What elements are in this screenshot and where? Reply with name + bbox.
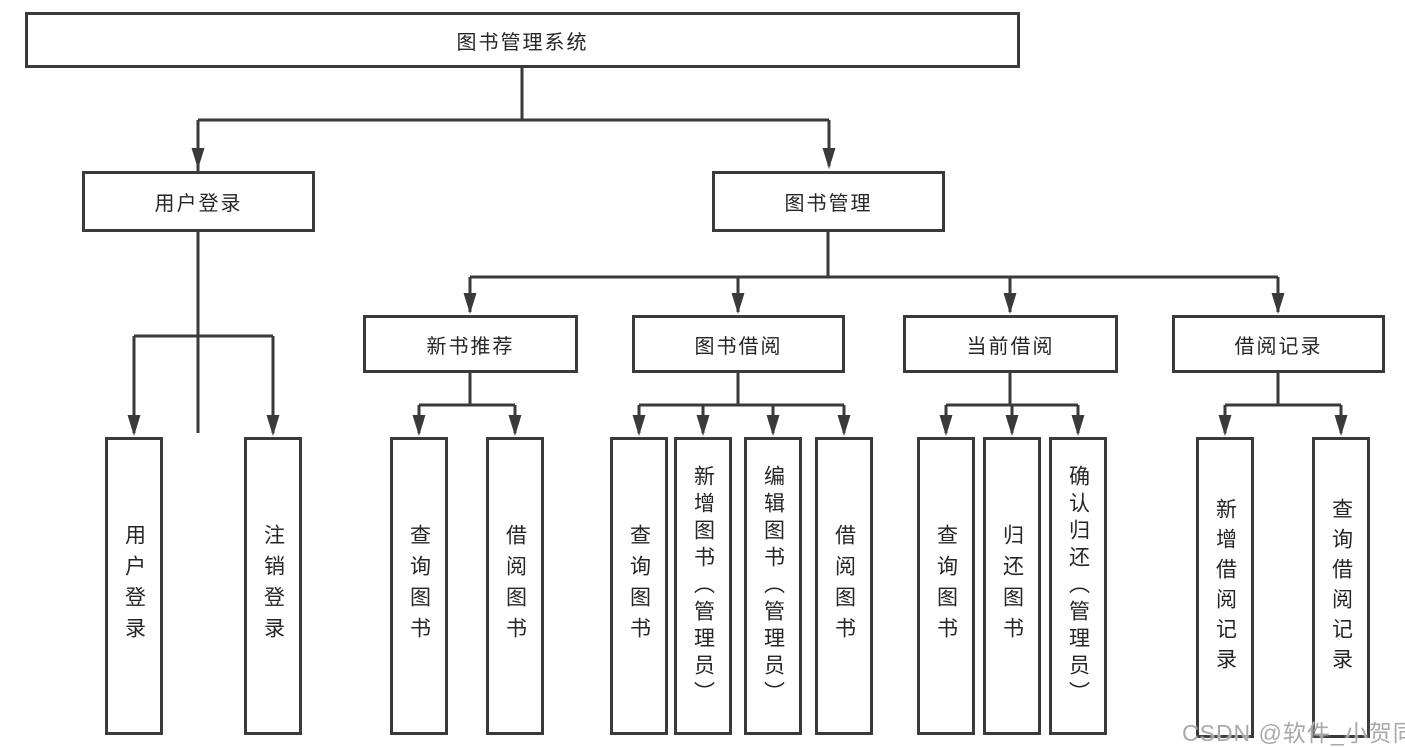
arrow-book-borrow (731, 293, 745, 314)
leaf-br-query-record-label: 查询借阅记录 (1329, 497, 1353, 678)
leaf-cb-return-books: 归还图书 (983, 437, 1041, 735)
arrow-leaf-user-login (127, 415, 141, 436)
leaf-cb-query-books-label: 查询图书 (934, 524, 958, 648)
arrow-borrow-records (1271, 293, 1285, 314)
node-new-book-recommend: 新书推荐 (363, 315, 578, 373)
leaf-nbr-query-books-label: 查询图书 (407, 524, 431, 648)
leaf-cb-confirm-return-admin-label: 确认归还（管理员） (1066, 464, 1090, 708)
arrow-leaf-cb-query (939, 415, 953, 436)
leaf-bb-query-books: 查询图书 (610, 437, 668, 735)
arrow-leaf-cb-confirm (1071, 415, 1085, 436)
arrow-leaf-logout (266, 415, 280, 436)
arrow-book-management (822, 148, 836, 169)
arrow-leaf-br-add (1218, 415, 1232, 436)
arrow-leaf-bb-borrow (837, 415, 851, 436)
node-borrow-records: 借阅记录 (1172, 315, 1385, 373)
arrow-leaf-nbr-query (412, 415, 426, 436)
leaf-bb-edit-book-admin-label: 编辑图书（管理员） (761, 464, 785, 708)
arrow-leaf-nbr-borrow (508, 415, 522, 436)
leaf-bb-borrow-books-label: 借阅图书 (832, 524, 856, 648)
arrow-leaf-bb-add (696, 415, 710, 436)
arrow-leaf-bb-edit (766, 415, 780, 436)
watermark: CSDN @软件_小贺同学 (1182, 720, 1405, 746)
edge-user-login-children (132, 232, 275, 433)
leaf-logout-label: 注销登录 (261, 524, 285, 648)
leaf-bb-borrow-books: 借阅图书 (815, 437, 873, 735)
edge-new-book-children (417, 373, 517, 433)
arrow-current-borrow (1003, 293, 1017, 314)
leaf-nbr-query-books: 查询图书 (390, 437, 448, 735)
edge-root-to-level2 (196, 68, 831, 433)
edge-book-borrow-children (637, 373, 846, 433)
edge-borrow-records-children (1223, 373, 1343, 433)
arrow-new-book-recommend (463, 293, 477, 314)
leaf-cb-confirm-return-admin: 确认归还（管理员） (1049, 437, 1107, 735)
leaf-user-login-label: 用户登录 (122, 524, 146, 648)
leaf-user-login: 用户登录 (105, 437, 163, 735)
node-book-borrow: 图书借阅 (632, 315, 845, 373)
leaf-nbr-borrow-books-label: 借阅图书 (503, 524, 527, 648)
leaf-bb-add-book-admin: 新增图书（管理员） (674, 437, 732, 735)
leaf-nbr-borrow-books: 借阅图书 (486, 437, 544, 735)
node-current-borrow: 当前借阅 (903, 315, 1118, 373)
leaf-cb-return-books-label: 归还图书 (1000, 524, 1024, 648)
leaf-bb-query-books-label: 查询图书 (627, 524, 651, 648)
leaf-bb-edit-book-admin: 编辑图书（管理员） (744, 437, 802, 735)
leaf-br-add-record: 新增借阅记录 (1196, 437, 1254, 738)
leaf-cb-query-books: 查询图书 (917, 437, 975, 735)
arrow-leaf-cb-return (1005, 415, 1019, 436)
leaf-logout: 注销登录 (244, 437, 302, 735)
arrowheads (127, 148, 1348, 436)
leaf-br-add-record-label: 新增借阅记录 (1213, 497, 1237, 678)
arrow-leaf-br-query (1334, 415, 1348, 436)
arrow-leaf-bb-query (632, 415, 646, 436)
node-book-management: 图书管理 (712, 171, 945, 232)
leaf-br-query-record: 查询借阅记录 (1312, 437, 1370, 738)
node-root: 图书管理系统 (25, 12, 1020, 68)
node-user-login: 用户登录 (82, 171, 315, 232)
arrow-user-login (191, 148, 205, 169)
leaf-bb-add-book-admin-label: 新增图书（管理员） (691, 464, 715, 708)
edge-book-management-children (468, 232, 1280, 312)
